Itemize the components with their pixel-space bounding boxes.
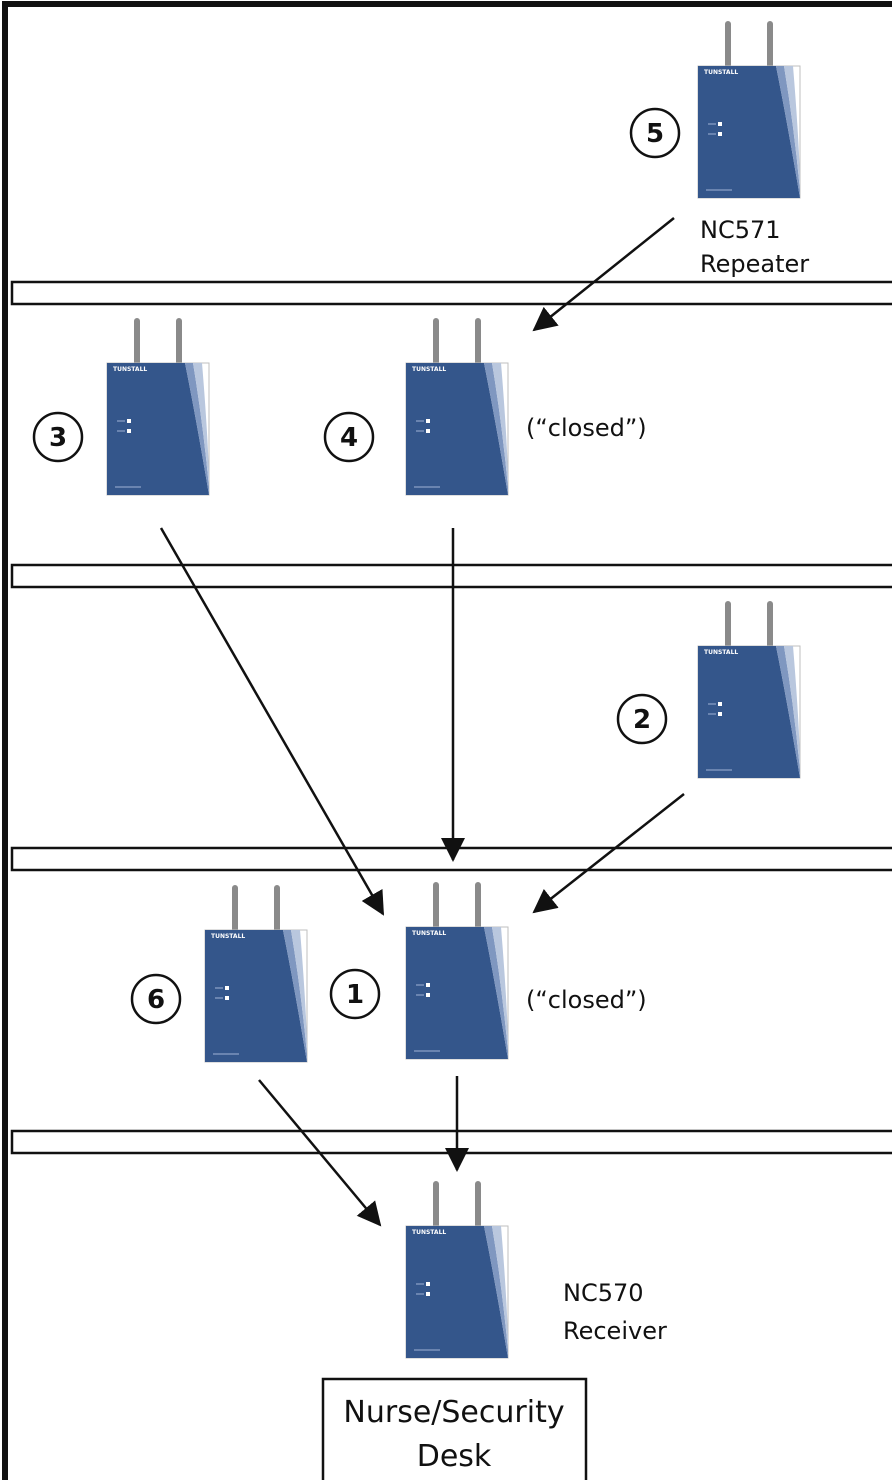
device-number-badge: 1 [329,968,381,1020]
device-number-badge: 4 [323,411,375,463]
device-6: TUNSTALL [205,888,307,1062]
device-number: 5 [646,119,664,149]
receiver-type-label: Receiver [563,1317,667,1345]
floor-slab [10,280,892,306]
device-brand: TUNSTALL [704,69,738,76]
nurse-security-desk: Nurse/Security Desk [321,1377,588,1480]
device-2: TUNSTALL [698,604,800,778]
device-brand: TUNSTALL [211,933,245,940]
device-number: 4 [340,423,358,453]
arrow-3-to-1 [159,527,385,916]
floor-slab [10,1129,892,1155]
receiver-model-label: NC570 [563,1279,644,1307]
device-brand: TUNSTALL [412,366,446,373]
device-number-badge: 6 [130,973,182,1025]
arrow-6-to-receiver [258,1079,382,1227]
closed-label-4: (“closed”) [526,414,647,442]
device-3: TUNSTALL [107,321,209,495]
arrow-2-to-1 [532,793,685,914]
device-number: 1 [346,980,364,1010]
device-1: TUNSTALL [406,885,508,1059]
device-brand: TUNSTALL [412,930,446,937]
device-brand: TUNSTALL [113,366,147,373]
device-number-badge: 3 [32,411,84,463]
device-number-badge: 2 [616,693,668,745]
desk-label-line1: Nurse/Security [343,1395,564,1430]
repeater-model-label: NC571 [700,216,781,244]
device-number: 3 [49,423,67,453]
device-brand: TUNSTALL [412,1229,446,1236]
device-4: TUNSTALL [406,321,508,495]
device-number-badge: 5 [629,107,681,159]
desk-label-line2: Desk [417,1439,492,1474]
arrow-5-to-4 [532,217,675,332]
device-receiver: TUNSTALL [406,1184,508,1358]
closed-label-1: (“closed”) [526,986,647,1014]
repeater-type-label: Repeater [700,250,809,278]
device-brand: TUNSTALL [704,649,738,656]
device-number: 6 [147,985,165,1015]
device-number: 2 [633,705,651,735]
device-5: TUNSTALL [698,24,800,198]
